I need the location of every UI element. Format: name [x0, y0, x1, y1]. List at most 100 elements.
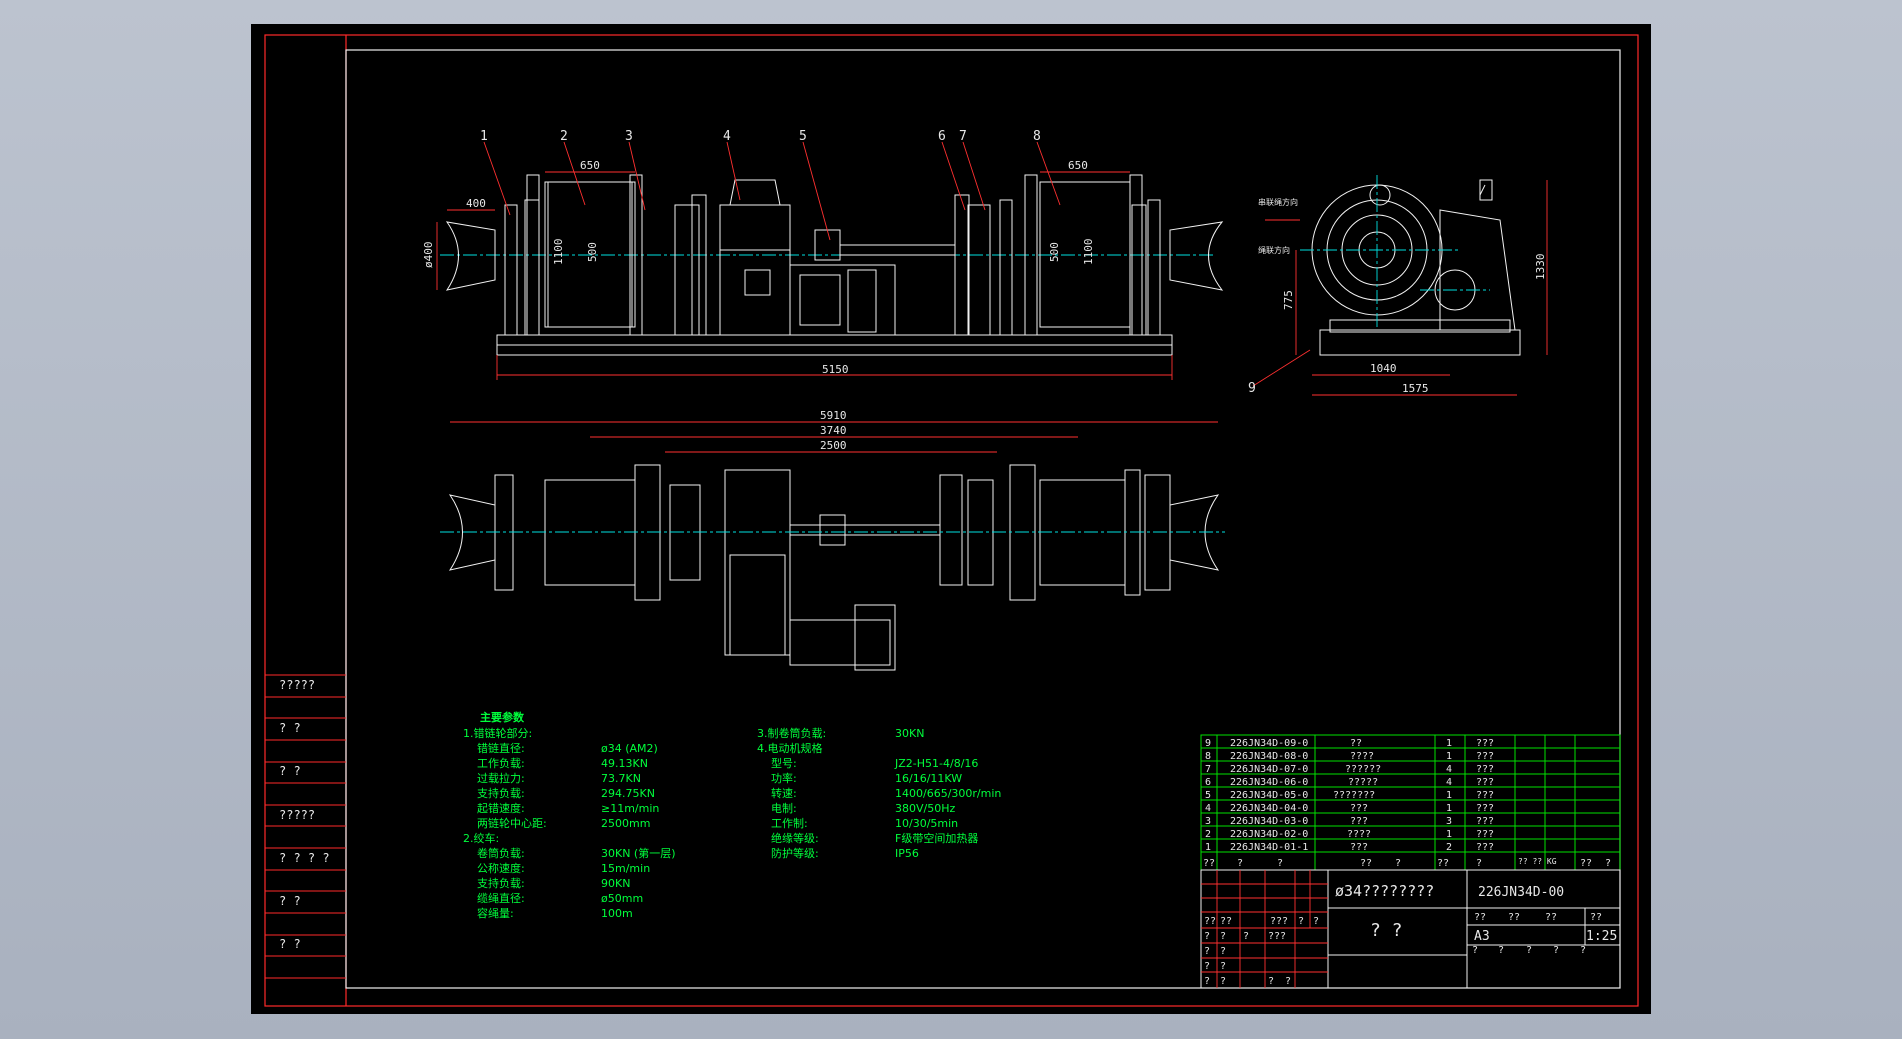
svg-text:6: 6 — [1205, 777, 1211, 788]
param-value: F级带空间加热器 — [895, 831, 978, 845]
drawing-number[interactable]: 226JN34D-00 — [1478, 885, 1564, 900]
svg-text:??: ?? — [1580, 858, 1592, 869]
svg-text:??: ?? — [1204, 916, 1216, 927]
balloon-9[interactable]: 9 — [1248, 381, 1256, 396]
svg-text:5: 5 — [1205, 790, 1211, 801]
param-label: 4.电动机规格 — [757, 741, 823, 755]
bom-table[interactable] — [1200, 734, 1621, 871]
svg-text:226JN34D-02-0: 226JN34D-02-0 — [1230, 829, 1308, 840]
svg-text:???: ??? — [1350, 816, 1368, 827]
svg-text:?: ? — [1268, 976, 1274, 987]
sidebar-label: ? ? — [279, 721, 301, 735]
svg-text:??: ?? — [1545, 912, 1557, 923]
svg-text:226JN34D-08-0: 226JN34D-08-0 — [1230, 751, 1308, 762]
front-dimensions — [436, 171, 1173, 380]
svg-text:?: ? — [1204, 976, 1210, 987]
balloon-1[interactable]: 1 — [480, 129, 488, 144]
svg-text:226JN34D-06-0: 226JN34D-06-0 — [1230, 777, 1308, 788]
param-value: 1400/665/300r/min — [895, 787, 1001, 800]
svg-text:???: ??? — [1268, 931, 1286, 942]
balloon-4[interactable]: 4 — [723, 129, 731, 144]
svg-text:?: ? — [1220, 946, 1226, 957]
svg-text:?: ? — [1298, 916, 1304, 927]
svg-text:7: 7 — [1205, 764, 1211, 775]
sidebar-label: ? ? — [279, 764, 301, 778]
side-dimensions — [1265, 180, 1548, 396]
svg-text:??: ?? — [1474, 912, 1486, 923]
svg-text:9: 9 — [1205, 738, 1211, 749]
svg-text:???: ??? — [1270, 916, 1288, 927]
front-view[interactable] — [440, 174, 1224, 356]
balloon-7[interactable]: 7 — [959, 129, 967, 144]
svg-text:226JN34D-03-0: 226JN34D-03-0 — [1230, 816, 1308, 827]
svg-text:??: ?? — [1508, 912, 1520, 923]
param-label: 支持负载: — [477, 786, 525, 800]
svg-text:???: ??? — [1476, 842, 1494, 853]
param-label: 2.绞车: — [463, 831, 499, 845]
drawing-name[interactable]: ø34???????? — [1335, 882, 1434, 900]
svg-text:1: 1 — [1446, 738, 1452, 749]
svg-text:?: ? — [1277, 858, 1283, 869]
dim-label: 650 — [1068, 159, 1088, 172]
svg-text:2: 2 — [1205, 829, 1211, 840]
dim-label: 1040 — [1370, 362, 1397, 375]
title-cells: ?? ?? ??? ? ? ? ? ? ??? ? ? ? ? ? ? ? ? … — [1204, 912, 1602, 987]
dim-label: 500 — [1048, 242, 1061, 262]
svg-text:?: ? — [1285, 976, 1291, 987]
svg-text:?: ? — [1313, 916, 1319, 927]
svg-text:?: ? — [1237, 858, 1243, 869]
param-label: 错链直径: — [477, 741, 525, 755]
svg-text:4: 4 — [1205, 803, 1211, 814]
balloon-3[interactable]: 3 — [625, 129, 633, 144]
param-value: 30KN — [895, 727, 924, 740]
svg-text:?: ? — [1243, 931, 1249, 942]
param-value: 73.7KN — [601, 772, 641, 785]
param-value: 90KN — [601, 877, 630, 890]
svg-text:?: ? — [1204, 961, 1210, 972]
svg-text:?: ? — [1204, 946, 1210, 957]
svg-text:??: ?? — [1437, 858, 1449, 869]
param-label: 工作负载: — [477, 756, 525, 770]
balloon-5[interactable]: 5 — [799, 129, 807, 144]
svg-text:?: ? — [1553, 945, 1559, 956]
param-value: 49.13KN — [601, 757, 648, 770]
svg-text:???????: ??????? — [1333, 790, 1375, 801]
balloon-2[interactable]: 2 — [560, 129, 568, 144]
outer-frame — [264, 34, 1639, 1007]
balloon-8[interactable]: 8 — [1033, 129, 1041, 144]
param-value: 2500mm — [601, 817, 650, 830]
svg-text:??: ?? — [1203, 858, 1215, 869]
plan-view[interactable] — [448, 464, 1220, 671]
svg-text:226JN34D-01-1: 226JN34D-01-1 — [1230, 842, 1308, 853]
balloon-6[interactable]: 6 — [938, 129, 946, 144]
svg-text:??: ?? — [1350, 738, 1362, 749]
svg-text:226JN34D-07-0: 226JN34D-07-0 — [1230, 764, 1308, 775]
param-label: 容绳量: — [477, 906, 514, 920]
param-value: 15m/min — [601, 862, 650, 875]
svg-text:???: ??? — [1476, 790, 1494, 801]
svg-text:??????: ?????? — [1345, 764, 1381, 775]
dim-label: 400 — [466, 197, 486, 210]
param-value: 30KN (第一层) — [601, 846, 676, 860]
svg-text:2: 2 — [1446, 842, 1452, 853]
svg-text:???: ??? — [1350, 803, 1368, 814]
svg-text:???: ??? — [1476, 738, 1494, 749]
param-label: 支持负载: — [477, 876, 525, 890]
svg-text:???: ??? — [1476, 816, 1494, 827]
sidebar-label: ? ? — [279, 894, 301, 908]
parameters-block: 主要参数 1.错链轮部分: 错链直径: ø34 (AM2) 工作负载: 49.1… — [463, 710, 1001, 920]
dim-label: 5150 — [822, 363, 849, 376]
dim-label: 2500 — [820, 439, 847, 452]
svg-text:1: 1 — [1446, 829, 1452, 840]
title-block[interactable] — [1200, 869, 1621, 989]
param-label: 两链轮中心距: — [477, 816, 547, 830]
svg-text:1: 1 — [1446, 803, 1452, 814]
dim-label: 3740 — [820, 424, 847, 437]
svg-text:?? ?? KG: ?? ?? KG — [1518, 857, 1557, 866]
param-value: 10/30/5min — [895, 817, 958, 830]
svg-text:?: ? — [1220, 976, 1226, 987]
param-label: 起错速度: — [477, 801, 525, 815]
param-label: 电制: — [771, 802, 797, 815]
sheet-size: A3 — [1474, 929, 1490, 944]
